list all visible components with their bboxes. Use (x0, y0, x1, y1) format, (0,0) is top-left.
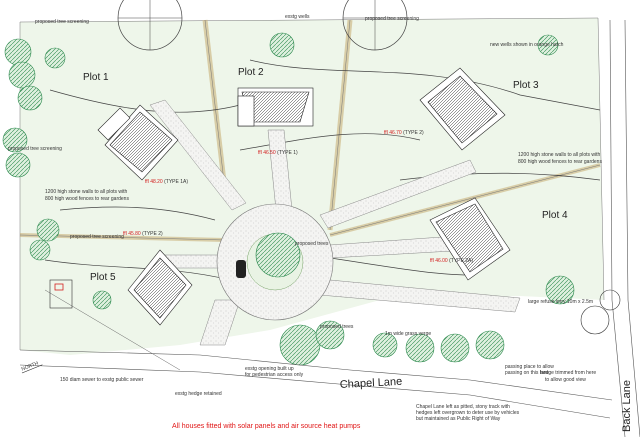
label-proposed-trees-south: proposed trees (320, 324, 354, 330)
plot-3-label: Plot 3 (513, 80, 539, 91)
plot-2-ffl: ffl 46.50 (TYPE 1) (258, 150, 298, 156)
turning-circle (216, 203, 334, 321)
label-wall-note-right-2: 800 high wood fences to rear gardens (518, 159, 602, 165)
car-icon (236, 260, 246, 278)
label-refuse-lorry: large refuse lorry 10m x 2.5m (528, 299, 593, 305)
north-arrow: NORTH (21, 360, 43, 374)
house-plot-2 (237, 87, 314, 127)
label-hedge-trimmed-2: to allow good view (545, 377, 586, 383)
plot-3-ffl: ffl 46.70 (TYPE 2) (384, 130, 424, 136)
plot-2-label: Plot 2 (238, 67, 264, 78)
lanes (19, 19, 640, 437)
house-plot-3 (419, 67, 506, 151)
plot-4-ffl: ffl 46.00 (TYPE 2A) (430, 258, 473, 264)
label-tree-screening-left: proposed tree screening (8, 146, 62, 152)
label-new-wells: new wells shown in orange hatch (490, 42, 564, 48)
label-passing-2: passing on this lane (505, 370, 549, 376)
label-hedge-trimmed-1: hedge trimmed from here (540, 370, 596, 376)
label-grass-verge: 1m wide grass verge (385, 331, 431, 337)
existing-wells (117, 0, 408, 51)
label-chapel-note-2: hedges left overgrown to deter use by ve… (416, 410, 520, 416)
label-proposed-trees-circle: proposed trees (295, 241, 329, 247)
plot-1-ffl: ffl 48.20 (TYPE 1A) (145, 179, 188, 185)
house-plot-4 (429, 197, 511, 281)
label-opening-1: exstg opening built up (245, 366, 294, 372)
plot-5-label: Plot 5 (90, 272, 116, 283)
label-wall-note-left-1: 1200 high stone walls to all plots with (45, 189, 127, 195)
plot-boundaries (19, 19, 601, 242)
label-tree-screening-top-right: proposed tree screening (365, 16, 419, 22)
label-exstg-wells: exstg wells (285, 14, 310, 20)
label-wall-note-right-1: 1200 high stone walls to all plots with (518, 152, 600, 158)
plot-4-label: Plot 4 (542, 210, 568, 221)
label-tree-screening-top: proposed tree screening (35, 19, 89, 25)
tree-screening (2, 32, 621, 366)
plot-1-label: Plot 1 (83, 72, 109, 83)
plot-5-ffl: ffl 45.80 (TYPE 2) (123, 231, 163, 237)
back-lane-label: Back Lane (621, 380, 633, 432)
label-chapel-note-3: but maintained as Public Right of Way (416, 416, 501, 422)
bins-area (49, 279, 73, 309)
north-label: NORTH (21, 360, 40, 372)
label-wall-note-left-2: 800 high wood fences to rear gardens (45, 196, 129, 202)
house-plot-1 (97, 104, 179, 181)
label-opening-2: for pedestrian access only (245, 372, 304, 378)
house-plot-5 (127, 249, 193, 326)
label-chapel-note-1: Chapel Lane left as pitted, stony track … (416, 404, 510, 410)
label-passing-1: passing place to allow (505, 364, 554, 370)
label-tree-screening-mid: proposed tree screening (70, 234, 124, 240)
footer-note: All houses fitted with solar panels and … (172, 423, 361, 430)
label-hedge-retained: exstg hedge retained (175, 391, 222, 397)
chapel-lane-label: Chapel Lane (340, 376, 403, 391)
label-sewer: 150 diam sewer to exstg public sewer (60, 377, 144, 383)
